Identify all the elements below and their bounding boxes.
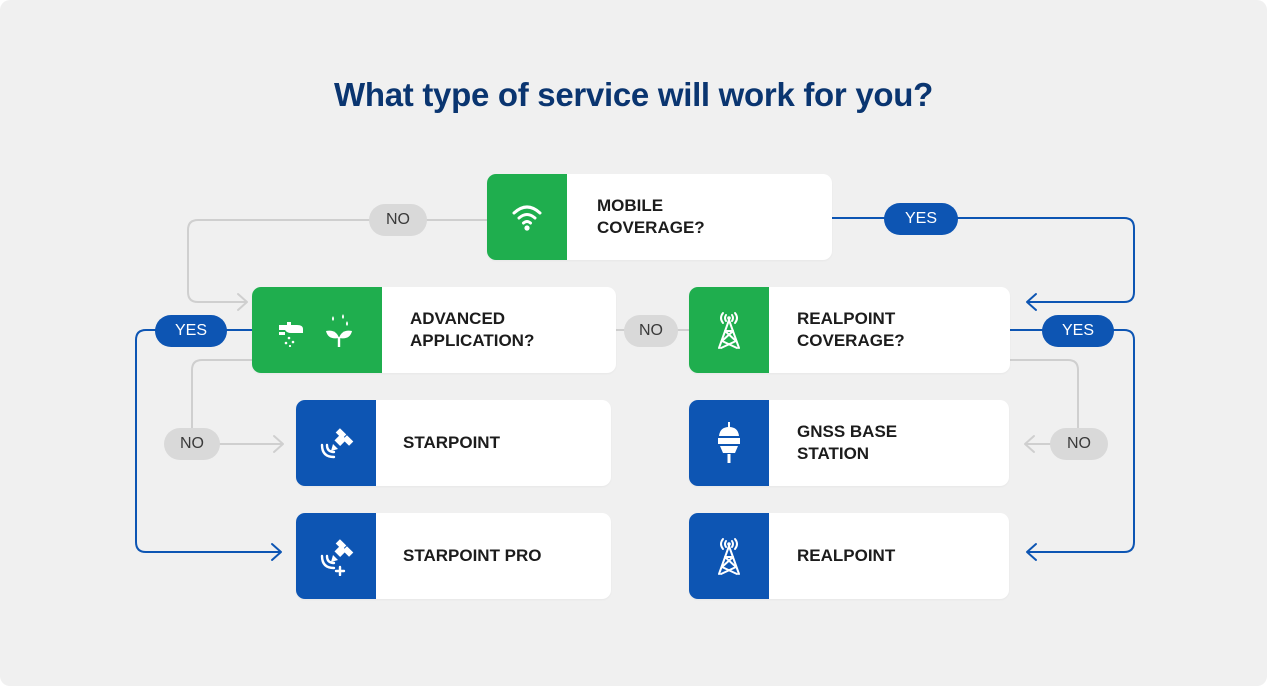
node-starpoint: STARPOINT — [296, 400, 611, 486]
radio-tower-icon — [689, 287, 769, 373]
node-label: STARPOINT PRO — [403, 545, 542, 565]
wifi-icon — [487, 174, 567, 260]
arrowhead-realpoint-no-gnss — [1024, 435, 1035, 453]
connector-advanced-yes — [135, 329, 281, 553]
satellite-icon — [296, 400, 376, 486]
connector-mobile-yes — [831, 217, 1135, 303]
edge-label-mobile-yes: YES — [884, 203, 958, 235]
edge-label-realpoint-yes: YES — [1042, 315, 1114, 347]
gnss-receiver-icon — [689, 400, 769, 486]
node-starpoint-pro: STARPOINT PRO — [296, 513, 611, 599]
page-title: What type of service will work for you? — [334, 76, 933, 113]
arrowhead-advanced-no — [273, 435, 284, 453]
connector-realpoint-yes — [1009, 329, 1135, 553]
node-label: STARPOINT — [403, 432, 500, 452]
arrowhead-advanced-yes — [271, 543, 282, 561]
arrowhead-mobile-yes — [1026, 293, 1037, 311]
edge-label-mobile-no: NO — [369, 204, 427, 236]
arrowhead-mobile-no — [237, 293, 248, 311]
node-label: REALPOINT — [797, 545, 896, 565]
sprayer-seedling-icon — [252, 287, 382, 373]
edge-label-realpoint-no-gnss: NO — [1050, 428, 1108, 460]
node-realpoint: REALPOINT — [689, 513, 1009, 599]
edge-label-realpoint-no-advanced: NO — [624, 315, 678, 347]
satellite-plus-icon — [296, 513, 376, 599]
connector-mobile-no — [187, 219, 488, 303]
radio-tower-icon — [689, 513, 769, 599]
edge-label-advanced-no: NO — [164, 428, 220, 460]
arrowhead-realpoint-yes — [1026, 543, 1037, 561]
edge-label-advanced-yes: YES — [155, 315, 227, 347]
